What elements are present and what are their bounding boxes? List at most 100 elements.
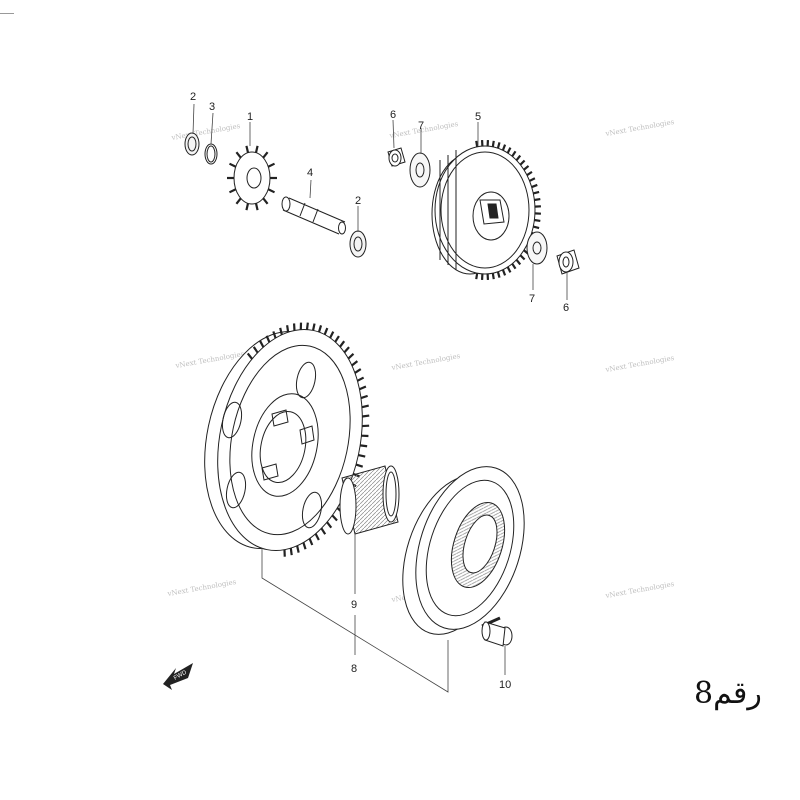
gear-tooth: [228, 188, 237, 194]
watermark-text: vNext Technologies: [390, 352, 461, 372]
callout-9: 9: [351, 599, 357, 611]
circlip-3: [204, 143, 218, 165]
gear-tooth: [515, 154, 522, 161]
gear-tooth: [351, 360, 359, 367]
callout-6-top: 6: [390, 109, 396, 121]
gear-tooth: [334, 335, 340, 343]
callouts: 2 3 1 4 2 6 7 5 7 6 9 8 10: [190, 91, 569, 691]
gear-tooth: [529, 177, 536, 182]
callout-7-top: 7: [418, 120, 424, 132]
gear-tooth: [323, 327, 329, 335]
gear-tooth: [534, 197, 541, 202]
gear-tooth: [302, 542, 307, 550]
gear-tooth: [265, 335, 271, 343]
gear-tooth: [475, 140, 479, 147]
gear-tooth: [296, 545, 300, 553]
bush-6-bottom: [556, 249, 580, 275]
callout-10: 10: [499, 679, 511, 691]
watermark-text: vNext Technologies: [604, 118, 675, 138]
gear-tooth: [511, 150, 517, 157]
gear-tooth: [235, 197, 242, 205]
gear-tooth: [331, 514, 338, 522]
gear-tooth: [361, 404, 369, 409]
gear-tooth: [506, 147, 512, 154]
washer-7-bottom: [526, 231, 548, 265]
watermark-text: vNext Technologies: [170, 122, 241, 142]
one-way-clutch: [402, 466, 525, 635]
idle-gear-assembly: [184, 132, 367, 258]
starter-gear-5: [431, 140, 541, 280]
corner-tick: [0, 13, 14, 14]
gear-tooth: [531, 183, 538, 189]
gear-tooth: [314, 533, 320, 541]
gear-tooth: [329, 331, 335, 339]
gear-tooth: [320, 527, 327, 535]
gear-tooth: [519, 159, 526, 166]
gear-tooth: [259, 340, 265, 348]
driven-gear-8: [204, 322, 370, 557]
leader-lines: [192, 103, 568, 693]
callout-7-bottom: 7: [529, 293, 535, 305]
gear-tooth: [228, 162, 237, 168]
gear-tooth: [347, 353, 355, 360]
washer-7-top: [409, 152, 431, 188]
gear-tooth: [262, 197, 269, 205]
gear-tooth: [308, 538, 314, 546]
gear-tooth: [339, 340, 346, 348]
gear-tooth: [272, 331, 277, 339]
gear-tooth: [359, 385, 367, 391]
watermark-text: vNext Technologies: [604, 580, 675, 600]
bolt-10: [481, 616, 513, 647]
gear-tooth: [355, 463, 364, 468]
gear-tooth: [501, 144, 507, 151]
gear-tooth: [491, 273, 495, 280]
starter-clutch-assembly: [204, 322, 525, 647]
gear-tooth: [343, 346, 350, 354]
gear-tooth: [312, 323, 316, 331]
gear-tooth: [305, 322, 309, 330]
gear-tooth: [496, 142, 501, 149]
callout-4: 4: [307, 167, 313, 179]
gear-tooth: [354, 368, 362, 374]
callout-3: 3: [209, 101, 215, 113]
gear-tooth: [501, 269, 507, 276]
callout-2-bottom: 2: [355, 195, 361, 207]
gear-tooth: [267, 188, 276, 194]
gear-tooth: [475, 273, 479, 280]
gear-tooth: [496, 271, 501, 278]
figure-number-label: رقم8: [694, 676, 762, 711]
gear-1-body: [233, 151, 271, 205]
gear-tooth: [491, 140, 495, 147]
gear-tooth: [360, 444, 368, 448]
watermark-text: vNext Technologies: [604, 354, 675, 374]
gear-tooth: [245, 145, 250, 153]
gear-tooth: [245, 203, 250, 211]
gear-tooth: [317, 325, 323, 333]
shaft-4: [281, 196, 346, 235]
gear-tooth: [358, 453, 366, 458]
callout-1: 1: [247, 111, 253, 123]
gear-tooth: [360, 394, 368, 400]
gear-tooth: [289, 548, 293, 556]
callout-2-top: 2: [190, 91, 196, 103]
gear-tooth: [511, 263, 517, 270]
gear-tooth: [356, 376, 365, 382]
callout-5: 5: [475, 111, 481, 123]
gear-tooth: [279, 327, 283, 335]
gear-tooth: [267, 162, 276, 168]
gear-tooth: [515, 259, 522, 266]
gear-tooth: [523, 165, 530, 171]
needle-bearing-9: [339, 465, 400, 535]
gear-tooth: [246, 352, 253, 360]
gear-tooth: [286, 325, 290, 333]
gear-tooth: [533, 190, 540, 195]
washer-2-bottom: [349, 230, 367, 258]
gear-tooth: [526, 170, 533, 177]
gear-tooth: [262, 151, 269, 159]
gear-tooth: [533, 225, 540, 230]
gear-tooth: [254, 203, 259, 211]
bush-6-top: [387, 147, 406, 167]
gear-tooth: [519, 254, 526, 261]
gear-tooth: [506, 266, 512, 273]
